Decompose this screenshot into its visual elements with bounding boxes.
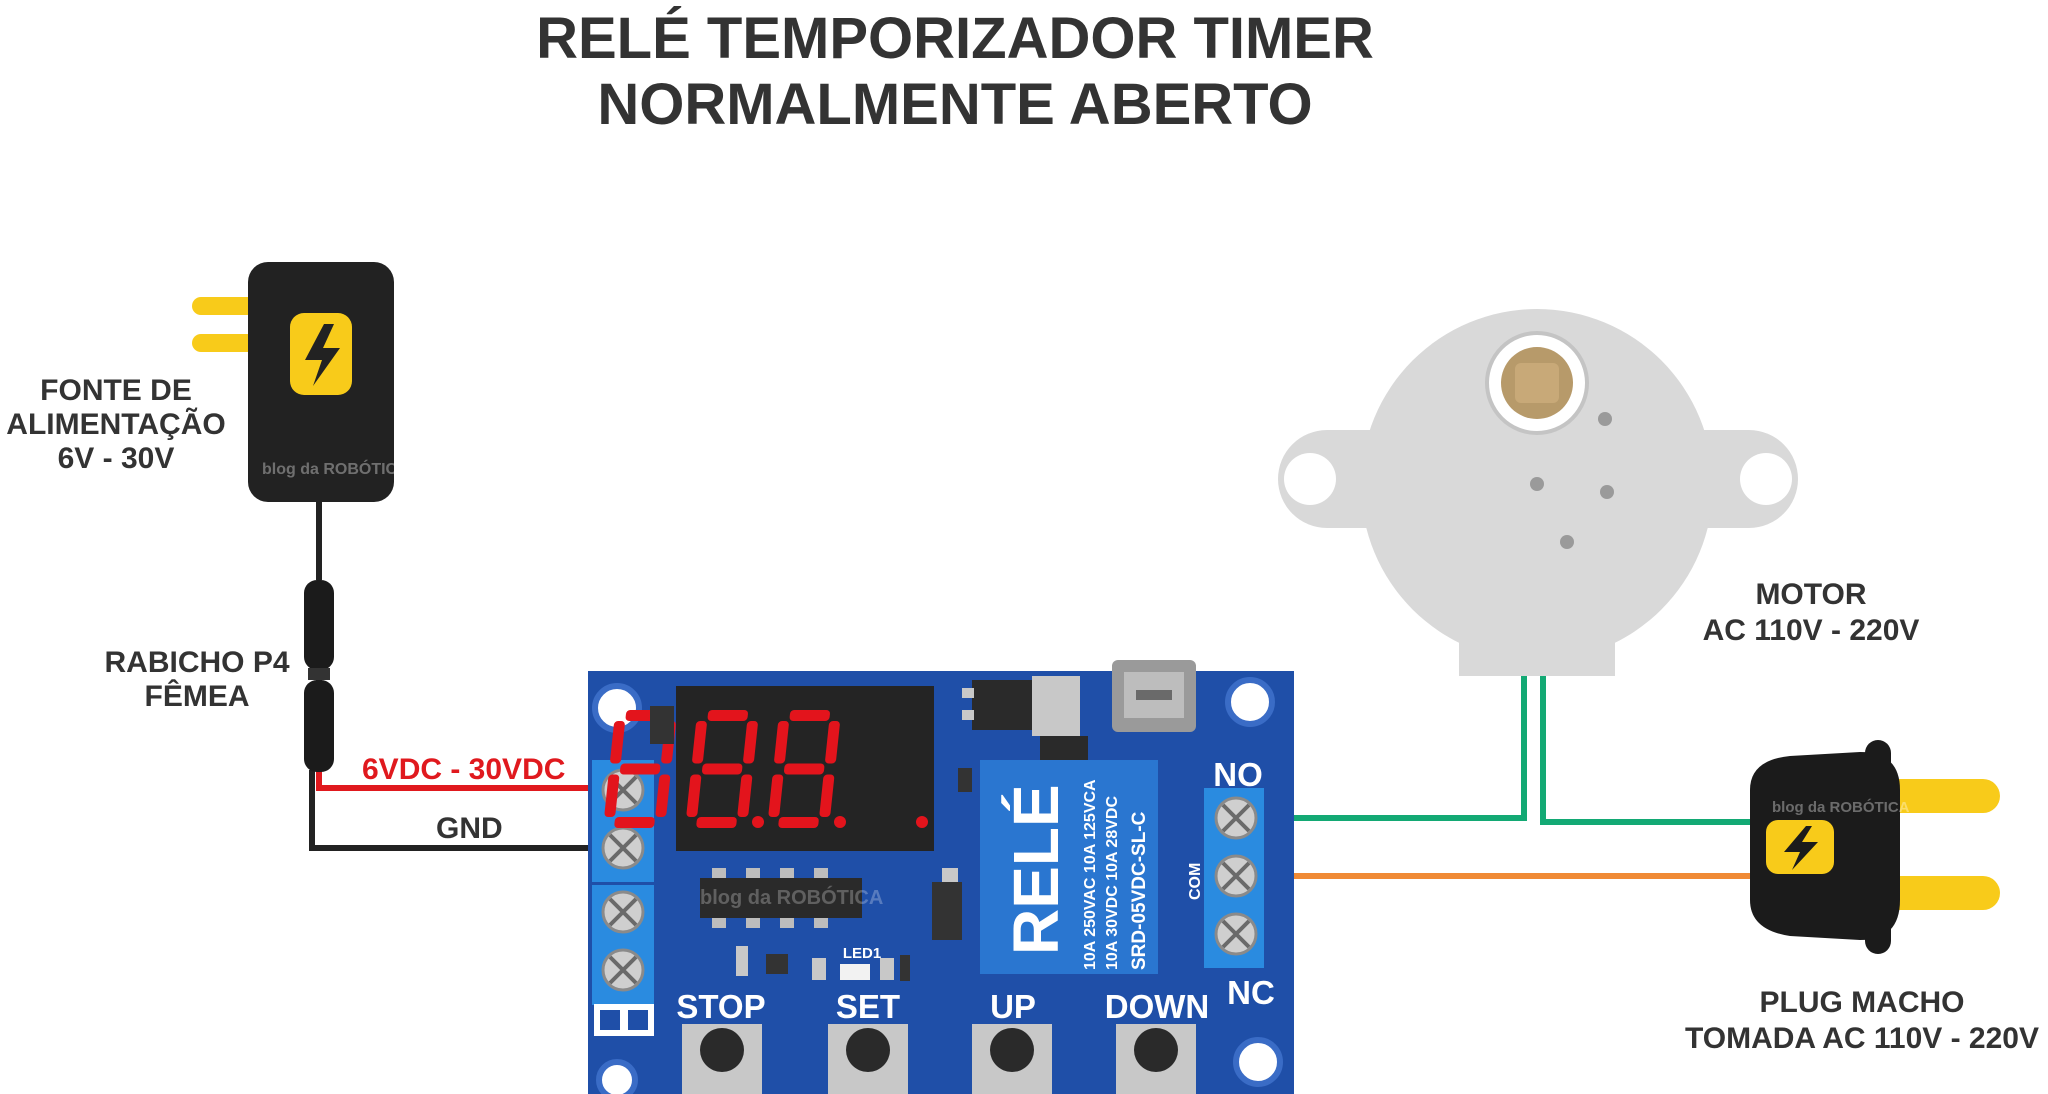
lightning-bolt-icon <box>290 313 352 395</box>
micro-usb-port <box>1112 660 1196 732</box>
smd-component <box>812 958 826 980</box>
display-digit-3-segment <box>819 774 835 817</box>
display-digit-2-segment <box>743 721 758 764</box>
seven-segment-display <box>604 686 934 851</box>
smd-component <box>942 868 958 886</box>
plug-label-1: PLUG MACHO <box>1760 986 1965 1019</box>
pigtail-label-1: RABICHO P4 <box>104 646 289 679</box>
power-supply-label-1: FONTE DE <box>40 374 192 407</box>
display-digit-2-segment <box>737 774 753 817</box>
stop-button-label: STOP <box>676 988 765 1025</box>
display-digit-3-segment <box>774 721 789 764</box>
set-button-label: SET <box>836 988 900 1025</box>
display-digit-1-segment <box>614 817 655 828</box>
smd-component <box>900 955 910 981</box>
microcontroller-chip <box>700 868 862 928</box>
display-digit-3-segment <box>825 721 840 764</box>
terminal-no-label: NO <box>1213 756 1263 793</box>
power-adapter: blog da ROBÓTICA <box>192 262 409 502</box>
display-digit-2-segment <box>707 710 748 721</box>
male-plug: blog da ROBÓTICA <box>1750 740 2000 954</box>
jumper-header <box>594 1004 654 1036</box>
positive-wire <box>316 770 600 791</box>
display-digit-1-segment <box>604 774 620 817</box>
output-terminal-block <box>1204 788 1264 968</box>
display-digit-3-segment <box>783 763 825 775</box>
display-digit-1-dot <box>752 816 764 828</box>
status-led: LED1 <box>840 945 881 980</box>
motor <box>1278 309 1798 676</box>
display-digit-2-segment <box>696 817 737 828</box>
ground-wire <box>309 770 600 851</box>
voltage-regulator <box>962 676 1088 762</box>
p4-female-connector <box>304 580 334 772</box>
relay-model: SRD-05VDC-SL-C <box>1129 811 1150 970</box>
display-digit-2-dot <box>834 816 846 828</box>
motor-label-2: AC 110V - 220V <box>1703 614 1920 647</box>
display-digit-2-segment <box>692 721 707 764</box>
lightning-bolt-icon <box>1766 820 1834 874</box>
green-wire-motor-to-no <box>1255 675 1527 821</box>
smd-component <box>958 768 972 792</box>
trigger-terminal-block <box>592 885 654 1005</box>
display-digit-2-segment <box>701 763 743 775</box>
terminal-nc-label: NC <box>1227 974 1275 1011</box>
display-digit-2-segment <box>686 774 702 817</box>
display-digit-3-segment <box>768 774 784 817</box>
up-button-label: UP <box>990 988 1036 1025</box>
up-button[interactable] <box>972 1024 1052 1094</box>
mounting-hole <box>1225 677 1275 727</box>
motor-mount-hole <box>1740 453 1792 505</box>
relay-spec-1: 10A 250VAC 10A 125VCA <box>1082 779 1099 970</box>
terminal-com-label: COM <box>1187 863 1204 900</box>
display-digit-3-segment <box>778 817 819 828</box>
relay-label: RELÉ <box>1000 784 1072 955</box>
plug-watermark: blog da ROBÓTICA <box>1772 798 1910 816</box>
relay-timer-board: blog da ROBÓTICA LED1 RELÉ 10A 250VAC 10… <box>588 660 1294 1094</box>
green-wire-motor-to-plug <box>1540 675 1760 825</box>
mounting-hole <box>596 1059 638 1094</box>
board-watermark: blog da ROBÓTICA <box>700 885 883 909</box>
display-digit-1-segment <box>619 763 661 775</box>
display-digit-3-segment <box>789 710 830 721</box>
led-label: LED1 <box>843 945 881 962</box>
smd-component <box>932 882 962 940</box>
set-button[interactable] <box>828 1024 908 1094</box>
smd-component <box>736 946 748 976</box>
display-digit-1-segment <box>655 774 671 817</box>
relay-spec-2: 10A 30VDC 10A 28VDC <box>1104 796 1121 970</box>
stop-button[interactable] <box>682 1024 762 1094</box>
relay: RELÉ 10A 250VAC 10A 125VCA 10A 30VDC 10A… <box>980 760 1158 974</box>
adapter-watermark: blog da ROBÓTICA <box>262 459 409 478</box>
title-line-1: RELÉ TEMPORIZADOR TIMER <box>536 6 1374 71</box>
power-supply-label-3: 6V - 30V <box>58 442 175 475</box>
plug-label-2: TOMADA AC 110V - 220V <box>1685 1022 2039 1055</box>
mounting-hole <box>1233 1037 1283 1087</box>
display-digit-3-dot <box>916 816 928 828</box>
smd-component <box>880 958 894 980</box>
motor-mount-hole <box>1284 453 1336 505</box>
power-supply-label-2: ALIMENTAÇÃO <box>6 407 225 441</box>
down-button-label: DOWN <box>1105 988 1209 1025</box>
title-line-2: NORMALMENTE ABERTO <box>597 72 1312 137</box>
down-button[interactable] <box>1116 1024 1196 1094</box>
smd-component <box>766 954 788 974</box>
pigtail-label-2: FÊMEA <box>145 679 250 713</box>
positive-wire-label: 6VDC - 30VDC <box>362 753 565 786</box>
ground-wire-label: GND <box>436 812 503 845</box>
smd-component <box>650 706 674 744</box>
motor-label-1: MOTOR <box>1755 578 1866 611</box>
display-digit-1-segment <box>610 721 625 764</box>
